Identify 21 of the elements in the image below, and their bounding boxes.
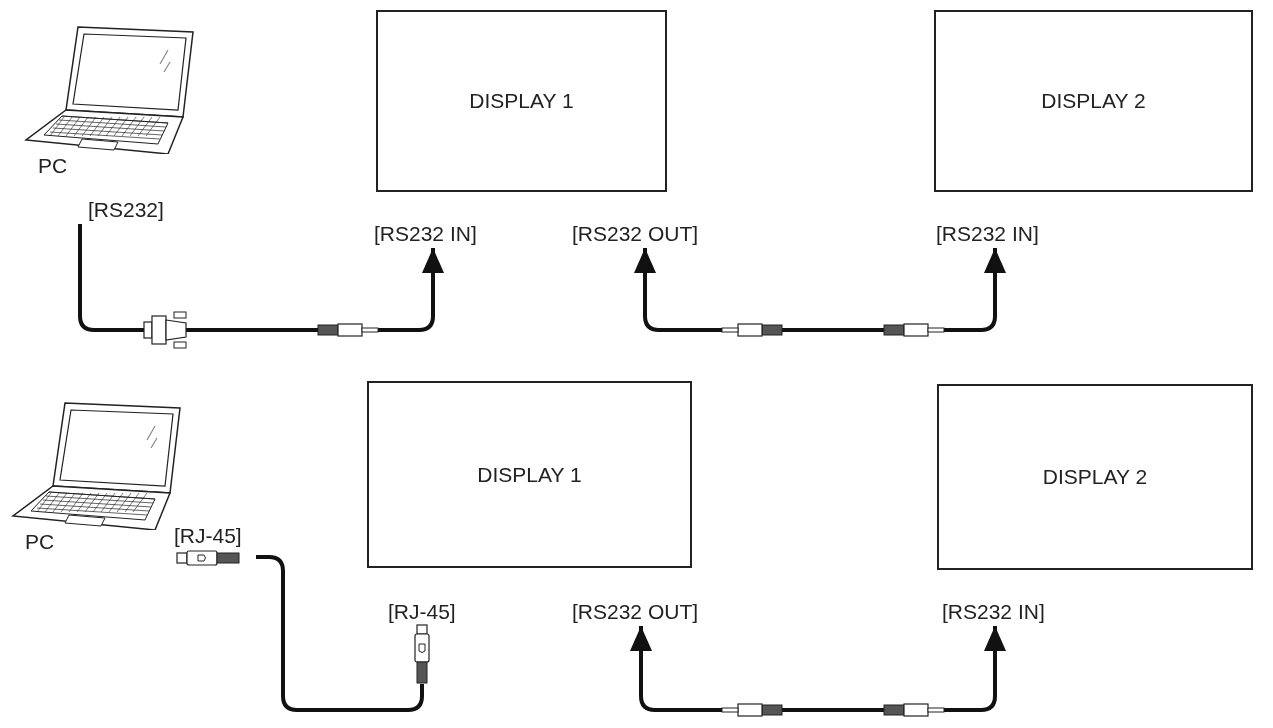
port-label: [RS232 OUT]	[572, 221, 699, 248]
display-label: DISPLAY 1	[469, 88, 574, 115]
port-label: [RS232 IN]	[374, 221, 477, 248]
display-box	[376, 10, 667, 192]
display-box	[934, 10, 1253, 192]
port-label: [RS232 IN]	[936, 221, 1039, 248]
display-box	[367, 381, 692, 568]
port-label: [RS232 IN]	[942, 599, 1045, 626]
pc-label: PC	[38, 154, 68, 177]
port-label: [RJ-45]	[174, 524, 242, 547]
cable-arrow	[634, 248, 1006, 332]
display-label: DISPLAY 2	[1041, 88, 1146, 115]
port-label: [RJ-45]	[388, 600, 456, 623]
display-label: DISPLAY 2	[1042, 464, 1148, 491]
cable-arrow	[78, 224, 444, 332]
cable-arrow	[630, 626, 1006, 712]
display-box	[937, 384, 1253, 570]
pc-label: PC	[25, 530, 55, 553]
display-label: DISPLAY 1	[477, 461, 582, 488]
port-label: [RS232 OUT]	[572, 599, 699, 626]
port-label: [RS232]	[88, 197, 164, 224]
